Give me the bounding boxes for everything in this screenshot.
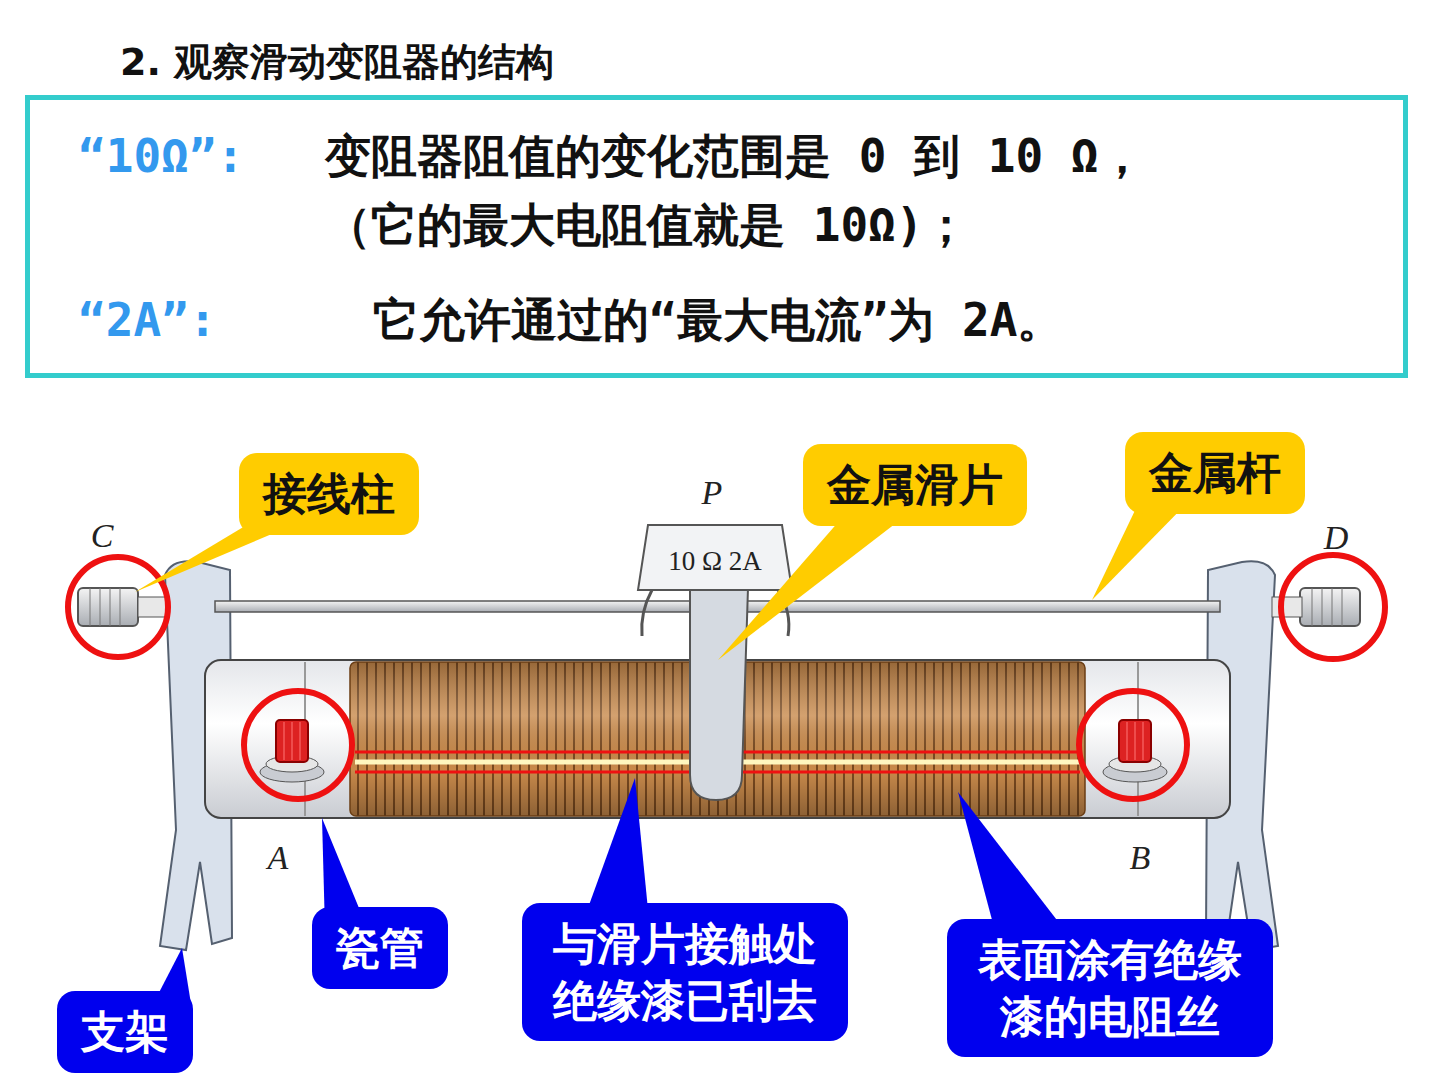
- spec-explanation: 变阻器阻值的变化范围是 0 到 10 Ω，（它的最大电阻值就是 10Ω)；: [325, 122, 1205, 260]
- callout-box: 金属滑片: [803, 444, 1027, 525]
- metal-slider: [638, 525, 792, 800]
- callout-text: 表面涂有绝缘漆的电阻丝: [971, 931, 1248, 1045]
- callout-text: 瓷管: [336, 919, 424, 976]
- terminal-label: A: [268, 841, 289, 875]
- callout-box: 瓷管: [312, 907, 448, 988]
- info-panel: “10Ω”:变阻器阻值的变化范围是 0 到 10 Ω，（它的最大电阻值就是 10…: [25, 95, 1408, 378]
- slide-title: 2. 观察滑动变阻器的结构: [120, 40, 554, 86]
- callout-text: 支架: [81, 1003, 169, 1060]
- terminal-label: C: [91, 519, 114, 553]
- terminal-label: B: [1130, 841, 1151, 875]
- callout-text: 与滑片接触处绝缘漆已刮去: [546, 915, 823, 1029]
- terminal-b: [1103, 720, 1167, 782]
- callout-box: 金属杆: [1125, 432, 1305, 513]
- spec-key: “10Ω”:: [60, 122, 325, 191]
- callout-text: 金属滑片: [827, 456, 1003, 513]
- spec-explanation: 它允许通过的“最大电流”为 2A。: [325, 286, 1383, 355]
- terminal-c: [78, 588, 168, 626]
- callout-box: 支架: [57, 991, 193, 1072]
- callout-box: 表面涂有绝缘漆的电阻丝: [947, 919, 1272, 1057]
- terminal-a: [260, 720, 324, 782]
- rating-plate: 10 Ω 2A: [668, 548, 762, 575]
- callout-box: 接线柱: [239, 453, 419, 534]
- point-label: P: [702, 476, 723, 510]
- callout-box: 与滑片接触处绝缘漆已刮去: [522, 903, 847, 1041]
- callout-text: 金属杆: [1149, 444, 1281, 501]
- highlight-circles: [68, 555, 1385, 799]
- callout-text: 接线柱: [263, 465, 395, 522]
- spec-key: “2A”:: [60, 286, 325, 355]
- terminal-label: D: [1324, 521, 1349, 555]
